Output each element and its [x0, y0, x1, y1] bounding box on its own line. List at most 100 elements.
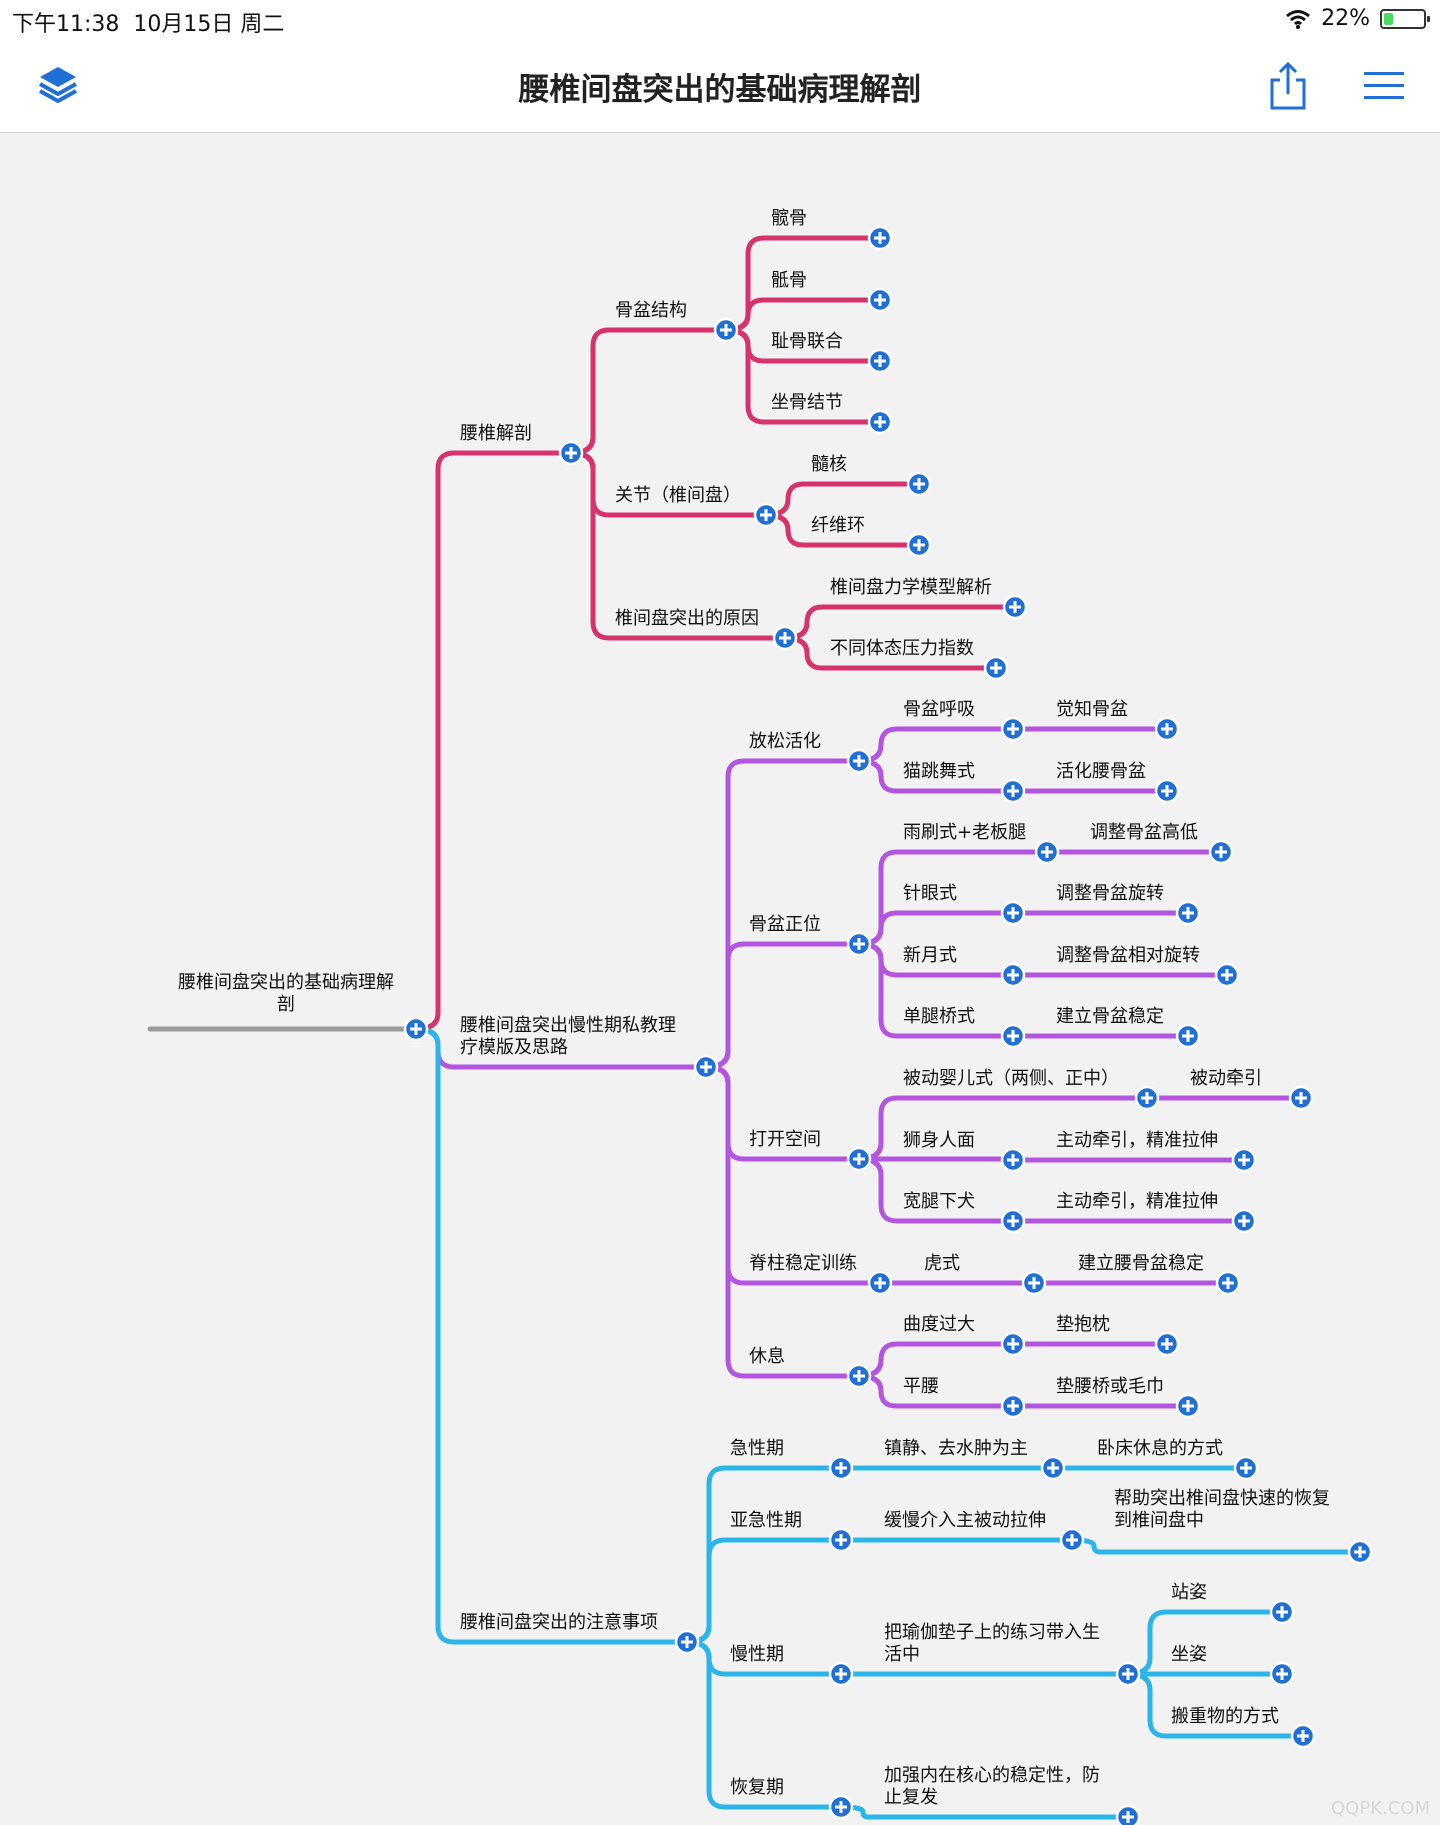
subtopic-pubic-expand-button[interactable]	[867, 348, 893, 374]
subtopic-moon-expand-button[interactable]	[1000, 962, 1026, 988]
detail-curve-expand-button[interactable]	[1154, 1331, 1180, 1357]
detail-breath-expand-button[interactable]	[1154, 716, 1180, 742]
subtopic-bridge-connector	[856, 941, 1016, 1039]
subtopic-ilium-label-line: 髋骨	[771, 208, 807, 229]
subtopic-bring-expand-button[interactable]	[1115, 1661, 1141, 1687]
root-topic-expand-button[interactable]	[403, 1016, 429, 1042]
layers-button[interactable]	[32, 60, 84, 112]
leaf-lift-expand-button[interactable]	[1290, 1723, 1316, 1749]
topic-pelvis-expand-button[interactable]	[713, 317, 739, 343]
subtopic-sacrum-expand-button[interactable]	[867, 287, 893, 313]
subtopic-wiper-expand-button[interactable]	[1034, 839, 1060, 865]
subtopic-mechanics-connector	[782, 604, 1018, 641]
leaf-lift-connector	[1125, 1671, 1306, 1739]
leaf-stand-label-line: 站姿	[1171, 1582, 1207, 1603]
subtopic-nucleus-expand-button[interactable]	[906, 471, 932, 497]
topic-chronic-expand-button[interactable]	[828, 1661, 854, 1687]
plus-icon	[1007, 723, 1019, 735]
detail-needle-expand-button[interactable]	[1175, 900, 1201, 926]
subtopic-breath-expand-button[interactable]	[1000, 716, 1026, 742]
detail-slow-connector	[1069, 1537, 1363, 1555]
subtopic-sphinx-expand-button[interactable]	[1000, 1147, 1026, 1173]
mindmap-canvas[interactable]: 腰椎间盘突出的基础病理解剖腰椎解剖骨盆结构髋骨骶骨耻骨联合坐骨结节关节（椎间盘）…	[0, 133, 1440, 1825]
plus-icon	[1161, 723, 1173, 735]
detail-slow-label: 帮助突出椎间盘快速的恢复到椎间盘中	[1114, 1488, 1330, 1531]
button-layer	[403, 225, 1373, 1825]
plus-icon	[1007, 1154, 1019, 1166]
detail-moon-expand-button[interactable]	[1214, 962, 1240, 988]
plus-icon	[913, 539, 925, 551]
subtopic-core-expand-button[interactable]	[1115, 1804, 1141, 1825]
detail-moon-label-line: 调整骨盆相对旋转	[1056, 945, 1200, 966]
branch-anatomy-label: 腰椎解剖	[460, 423, 532, 444]
branch-anatomy-expand-button[interactable]	[558, 440, 584, 466]
detail-calm-expand-button[interactable]	[1233, 1455, 1259, 1481]
subtopic-pressure-expand-button[interactable]	[983, 655, 1009, 681]
plus-icon	[1122, 1811, 1134, 1823]
detail-tiger-expand-button[interactable]	[1215, 1270, 1241, 1296]
subtopic-mechanics-expand-button[interactable]	[1002, 594, 1028, 620]
subtopic-tiger-expand-button[interactable]	[1021, 1270, 1047, 1296]
subtopic-breath-connector	[856, 726, 1016, 764]
topic-stability-expand-button[interactable]	[867, 1270, 893, 1296]
topic-rest-expand-button[interactable]	[846, 1363, 872, 1389]
plus-icon	[681, 1636, 693, 1648]
menu-button[interactable]	[1358, 60, 1410, 112]
plus-icon	[779, 632, 791, 644]
detail-bridge-expand-button[interactable]	[1175, 1023, 1201, 1049]
topic-joint-expand-button[interactable]	[753, 502, 779, 528]
subtopic-annulus-expand-button[interactable]	[906, 532, 932, 558]
plus-icon	[410, 1023, 422, 1035]
topic-cause-expand-button[interactable]	[772, 625, 798, 651]
leaf-lift-label: 搬重物的方式	[1171, 1706, 1279, 1727]
subtopic-calm-expand-button[interactable]	[1040, 1455, 1066, 1481]
plus-icon	[1007, 1030, 1019, 1042]
detail-wiper-expand-button[interactable]	[1208, 839, 1234, 865]
leaf-stand-expand-button[interactable]	[1269, 1599, 1295, 1625]
topic-joint-label-line: 关节（椎间盘）	[615, 485, 741, 506]
detail-tiger-label-line: 建立腰骨盆稳定	[1078, 1253, 1204, 1274]
detail-baby-expand-button[interactable]	[1288, 1085, 1314, 1111]
subtopic-sacrum-connector	[723, 297, 883, 333]
plus-icon	[874, 294, 886, 306]
topic-subacute-expand-button[interactable]	[828, 1527, 854, 1553]
branch-precautions-expand-button[interactable]	[674, 1629, 700, 1655]
topic-acute-expand-button[interactable]	[828, 1455, 854, 1481]
subtopic-dog-expand-button[interactable]	[1000, 1208, 1026, 1234]
plus-icon	[1028, 1277, 1040, 1289]
subtopic-baby-expand-button[interactable]	[1134, 1085, 1160, 1111]
topic-cause-label-line: 椎间盘突出的原因	[615, 608, 759, 629]
subtopic-slow-expand-button[interactable]	[1059, 1527, 1085, 1553]
topic-rest-label-line: 休息	[749, 1346, 785, 1367]
detail-sphinx-expand-button[interactable]	[1231, 1147, 1257, 1173]
subtopic-ischial-expand-button[interactable]	[867, 409, 893, 435]
layers-icon	[39, 67, 77, 103]
wifi-icon	[1286, 9, 1311, 29]
detail-wiper-label: 调整骨盆高低	[1090, 822, 1198, 843]
subtopic-curve-expand-button[interactable]	[1000, 1331, 1026, 1357]
subtopic-needle-expand-button[interactable]	[1000, 900, 1026, 926]
plus-icon	[1354, 1546, 1366, 1558]
detail-sphinx-label-line: 主动牵引，精准拉伸	[1056, 1130, 1218, 1151]
topic-relax-expand-button[interactable]	[846, 748, 872, 774]
detail-slow-expand-button[interactable]	[1347, 1539, 1373, 1565]
subtopic-ilium-expand-button[interactable]	[867, 225, 893, 251]
subtopic-flat-expand-button[interactable]	[1000, 1393, 1026, 1419]
leaf-lift-label-line: 搬重物的方式	[1171, 1706, 1279, 1727]
detail-flat-expand-button[interactable]	[1175, 1393, 1201, 1419]
subtopic-cat-expand-button[interactable]	[1000, 778, 1026, 804]
page-title: 腰椎间盘突出的基础病理解剖	[518, 72, 922, 108]
subtopic-bridge-expand-button[interactable]	[1000, 1023, 1026, 1049]
branch-precautions-label-line: 腰椎间盘突出的注意事项	[460, 1612, 658, 1633]
leaf-sit-expand-button[interactable]	[1269, 1661, 1295, 1687]
topic-recovery-expand-button[interactable]	[828, 1794, 854, 1820]
share-button[interactable]	[1262, 60, 1314, 112]
topic-space-expand-button[interactable]	[846, 1146, 872, 1172]
topic-align-expand-button[interactable]	[846, 931, 872, 957]
subtopic-core-connector	[838, 1804, 1131, 1820]
detail-baby-label-line: 被动牵引	[1190, 1068, 1262, 1089]
branch-therapy-expand-button[interactable]	[693, 1054, 719, 1080]
detail-cat-expand-button[interactable]	[1154, 778, 1180, 804]
subtopic-moon-label: 新月式	[903, 945, 957, 966]
detail-dog-expand-button[interactable]	[1231, 1208, 1257, 1234]
